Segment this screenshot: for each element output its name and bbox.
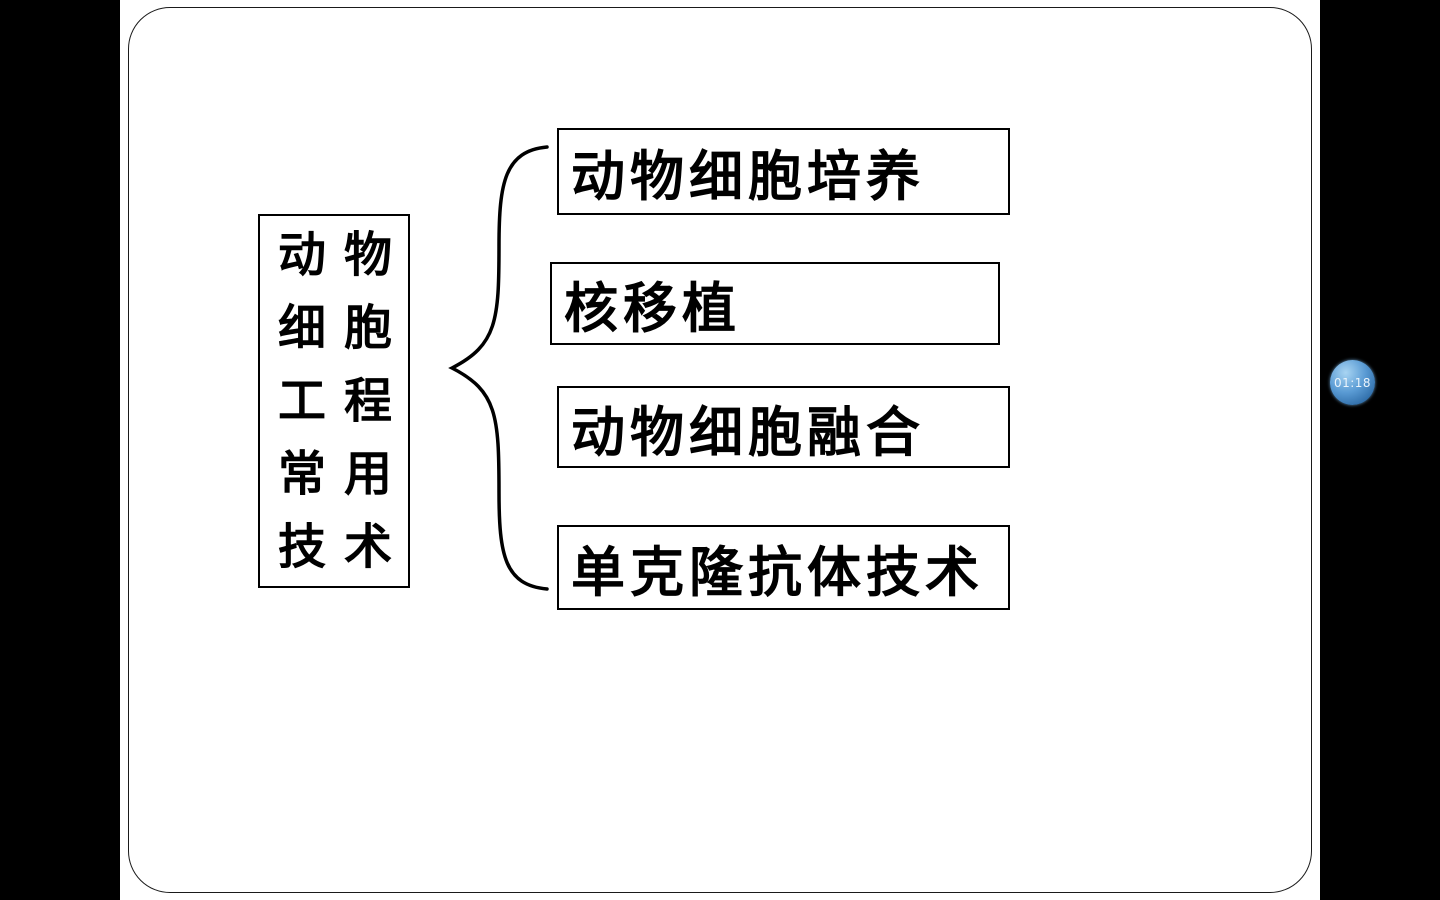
root-topic-line: 细胞 (278, 299, 411, 356)
branch-box-monoclonal-antibody: 单克隆抗体技术 (557, 525, 1010, 610)
branch-label: 单克隆抗体技术 (571, 541, 984, 604)
root-topic-line: 工程 (278, 372, 411, 429)
branch-box-animal-cell-fusion: 动物细胞融合 (557, 386, 1010, 468)
branch-label: 动物细胞培养 (571, 145, 925, 208)
branch-box-animal-cell-culture: 动物细胞培养 (557, 128, 1010, 215)
root-topic-box: 动物 细胞 工程 常用 技术 (258, 214, 410, 588)
branch-label: 核移植 (564, 277, 741, 340)
timer-label: 01:18 (1333, 375, 1372, 390)
branch-label: 动物细胞融合 (571, 400, 925, 464)
branch-box-nuclear-transfer: 核移植 (550, 262, 1000, 345)
root-topic-line: 常用 (278, 445, 411, 502)
root-topic-line: 动物 (278, 226, 411, 283)
root-topic-line: 技术 (278, 518, 411, 575)
timer-badge[interactable]: 01:18 (1330, 360, 1375, 405)
